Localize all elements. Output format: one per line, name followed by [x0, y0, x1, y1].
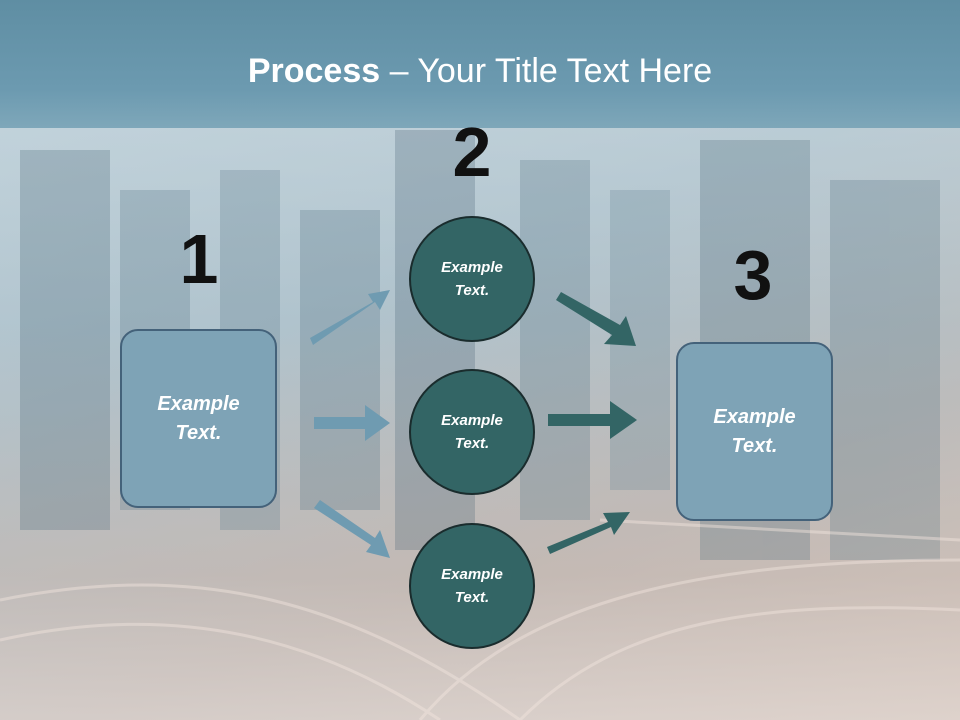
- process-circle-1[interactable]: Example Text.: [409, 216, 535, 342]
- arrow-right-icon: [314, 405, 390, 441]
- step-number-1: 1: [179, 220, 219, 298]
- left-step-box[interactable]: Example Text.: [120, 329, 277, 508]
- title-bold: Process: [247, 52, 381, 90]
- arrow-down-right-icon: [314, 500, 390, 558]
- arrow-up-right-icon: [310, 290, 390, 345]
- circle-2-label: Example Text.: [441, 412, 503, 452]
- slide-title: Process – Your Title Text Here: [0, 52, 960, 91]
- title-rest: – Your Title Text Here: [380, 52, 713, 90]
- process-circle-2[interactable]: Example Text.: [409, 369, 535, 495]
- title-band: [0, 0, 960, 128]
- step-number-3: 3: [733, 236, 773, 314]
- step-number-2: 2: [452, 113, 492, 191]
- arrow-down-right-icon: [556, 292, 636, 346]
- right-step-box[interactable]: Example Text.: [676, 342, 833, 521]
- process-circle-3[interactable]: Example Text.: [409, 523, 535, 649]
- arrow-up-right-icon: [547, 512, 630, 554]
- arrow-right-icon: [548, 401, 637, 439]
- right-box-label: Example Text.: [713, 405, 796, 457]
- circle-3-label: Example Text.: [441, 566, 503, 606]
- circle-1-label: Example Text.: [441, 259, 503, 299]
- left-box-label: Example Text.: [157, 392, 240, 444]
